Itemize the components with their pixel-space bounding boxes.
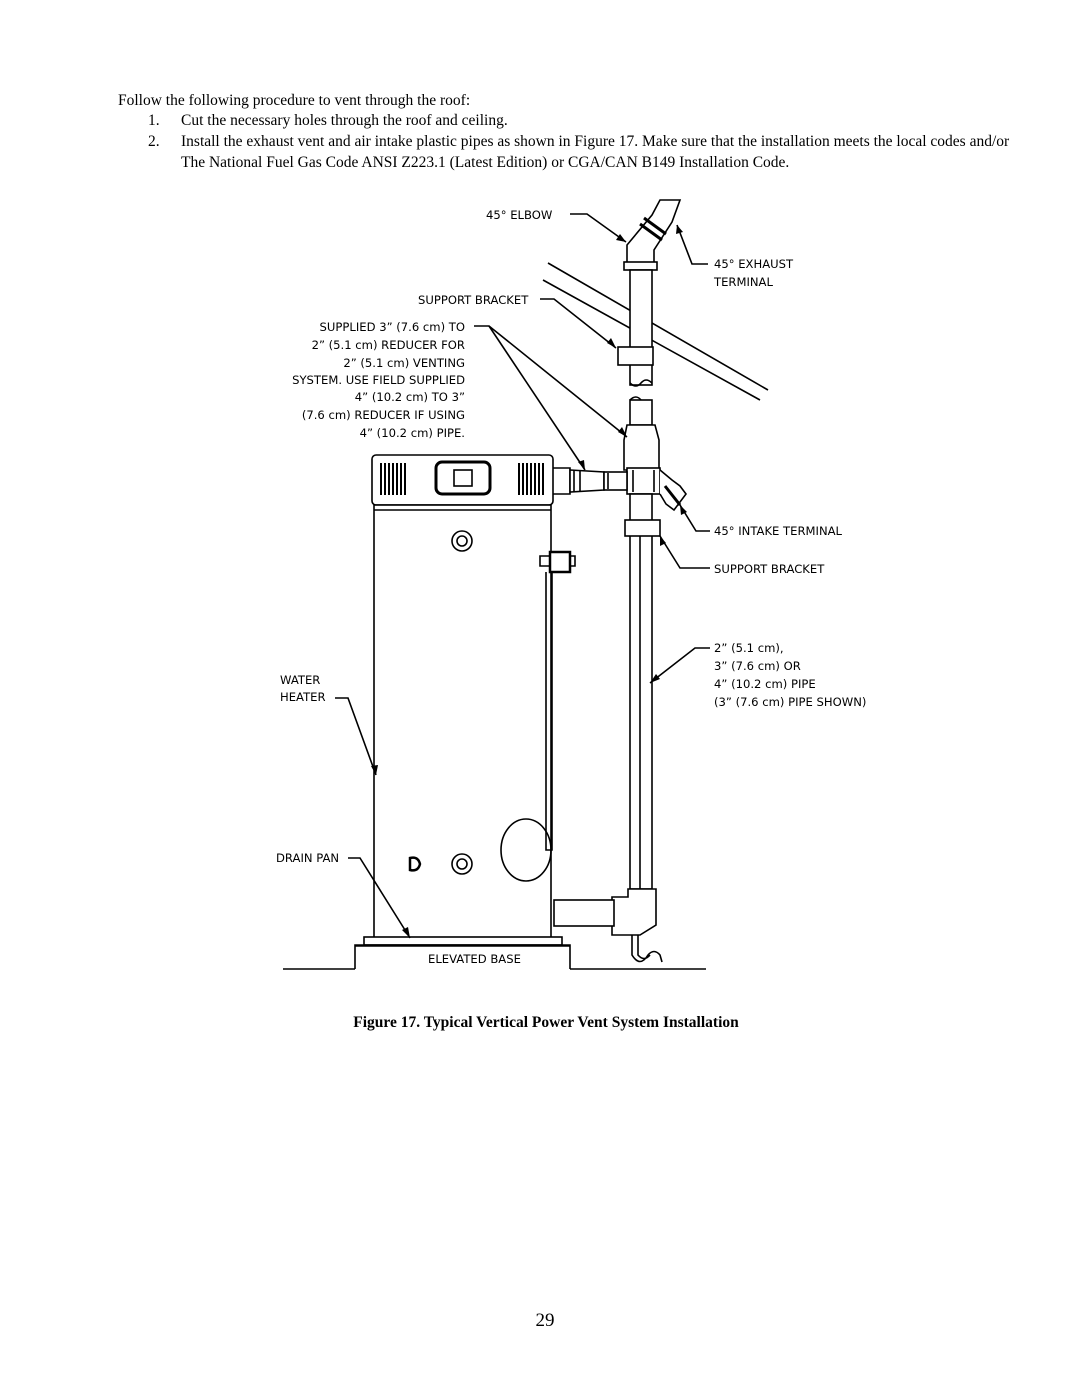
- intro-text: Follow the following procedure to vent t…: [118, 92, 471, 109]
- figure-caption: Figure 17. Typical Vertical Power Vent S…: [353, 1014, 739, 1031]
- label-reducer: (7.6 cm) REDUCER IF USING: [302, 408, 465, 422]
- label-reducer: SUPPLIED 3” (7.6 cm) TO: [320, 320, 465, 334]
- leader-reducer-2: [488, 325, 586, 471]
- pipe-break: [629, 379, 653, 387]
- drain-connector: [553, 899, 615, 927]
- connector-pipe: [569, 469, 605, 493]
- intake-pipe: [629, 493, 653, 890]
- label-water-heater: WATER: [280, 673, 320, 687]
- arrowhead: [402, 927, 410, 938]
- condensate-trap: [631, 935, 663, 963]
- label-pipe-size: 2” (5.1 cm),: [714, 641, 784, 655]
- tee-detail: [632, 470, 655, 492]
- label-reducer: 2” (5.1 cm) REDUCER FOR: [312, 338, 465, 352]
- exhaust-elbow: [626, 199, 682, 262]
- label-pipe-size: 3” (7.6 cm) OR: [714, 659, 801, 673]
- arrowhead: [650, 674, 660, 683]
- leader-pipe: [649, 647, 710, 684]
- label-reducer: 4” (10.2 cm) TO 3”: [355, 390, 465, 404]
- leader-drain-pan: [348, 857, 411, 939]
- access-panel: [500, 818, 552, 882]
- drain-valve: [408, 856, 422, 872]
- top-fitting-inner: [456, 535, 468, 547]
- label-reducer: 4” (10.2 cm) PIPE.: [360, 426, 465, 440]
- exhaust-pipe-mid: [629, 399, 653, 426]
- connector-ribs: [573, 470, 609, 492]
- label-pipe-size: 4” (10.2 cm) PIPE: [714, 677, 816, 691]
- heater-body: [373, 504, 552, 939]
- arrowhead: [607, 338, 616, 348]
- vent-installation-diagram: 45° ELBOW 45° EXHAUST TERMINAL SUPPORT B…: [276, 199, 866, 970]
- leader-intake: [679, 504, 710, 532]
- support-bracket-top: [617, 346, 654, 366]
- step-text: Install the exhaust vent and air intake …: [181, 133, 1010, 171]
- step-number: 2.: [148, 133, 160, 150]
- exhaust-pipe-upper: [629, 269, 653, 386]
- intake-coupling: [663, 485, 682, 506]
- tee-fitting: [626, 467, 661, 495]
- step-item: 2. Install the exhaust vent and air intak…: [148, 131, 1028, 173]
- leader-water-heater: [335, 697, 377, 776]
- relief-drain-tube: [545, 572, 553, 851]
- intake-elbow: [659, 469, 687, 512]
- label-support-bracket-bottom: SUPPORT BRACKET: [714, 562, 825, 576]
- step-text: Cut the necessary holes through the roof…: [181, 112, 508, 129]
- top-fitting: [451, 530, 473, 552]
- roof-line: [547, 262, 769, 391]
- vent-grille-right: [518, 463, 544, 495]
- label-exhaust-terminal: TERMINAL: [713, 275, 773, 289]
- label-elbow: 45° ELBOW: [486, 208, 553, 222]
- leader-support-bottom: [659, 535, 710, 569]
- arrowhead: [616, 234, 626, 242]
- label-reducer: 2” (5.1 cm) VENTING: [343, 356, 465, 370]
- elbow-coupling: [639, 216, 667, 242]
- bottom-elbow: [611, 888, 657, 936]
- bottom-fitting: [451, 853, 473, 875]
- drain-pan: [363, 936, 563, 946]
- bottom-fitting-inner: [456, 858, 468, 870]
- label-pipe-size: (3” (7.6 cm) PIPE SHOWN): [714, 695, 866, 709]
- leader-exhaust: [676, 224, 708, 265]
- arrowhead: [680, 505, 687, 515]
- exhaust-terminal-coupling: [623, 261, 658, 271]
- arrowhead: [371, 765, 378, 775]
- leader-reducer: [474, 325, 628, 438]
- label-intake-terminal: 45° INTAKE TERMINAL: [714, 524, 843, 538]
- connector-coupling: [603, 471, 628, 491]
- label-reducer: SYSTEM. USE FIELD SUPPLIED: [292, 373, 465, 387]
- label-support-bracket-top: SUPPORT BRACKET: [418, 293, 529, 307]
- arrowhead: [618, 427, 627, 437]
- elevated-base: [354, 944, 571, 969]
- control-display: [453, 469, 473, 487]
- step-number: 1.: [148, 112, 160, 129]
- arrowhead: [676, 225, 683, 234]
- arrowhead: [660, 536, 666, 546]
- support-bracket-bottom: [624, 519, 661, 537]
- label-water-heater: HEATER: [280, 690, 326, 704]
- procedure-steps: 1. Cut the necessary holes through the ro…: [148, 110, 1028, 173]
- arrowhead: [578, 460, 585, 470]
- vent-grille-left: [380, 463, 406, 495]
- step-item: 1. Cut the necessary holes through the ro…: [148, 110, 1028, 131]
- page-number: 29: [535, 1310, 555, 1331]
- label-elevated-base: ELEVATED BASE: [428, 952, 521, 966]
- relief-valve-body: [548, 550, 572, 574]
- leader-support-top: [540, 298, 617, 349]
- label-drain-pan: DRAIN PAN: [276, 851, 339, 865]
- label-exhaust-terminal: 45° EXHAUST: [714, 257, 794, 271]
- leader-elbow: [570, 213, 627, 243]
